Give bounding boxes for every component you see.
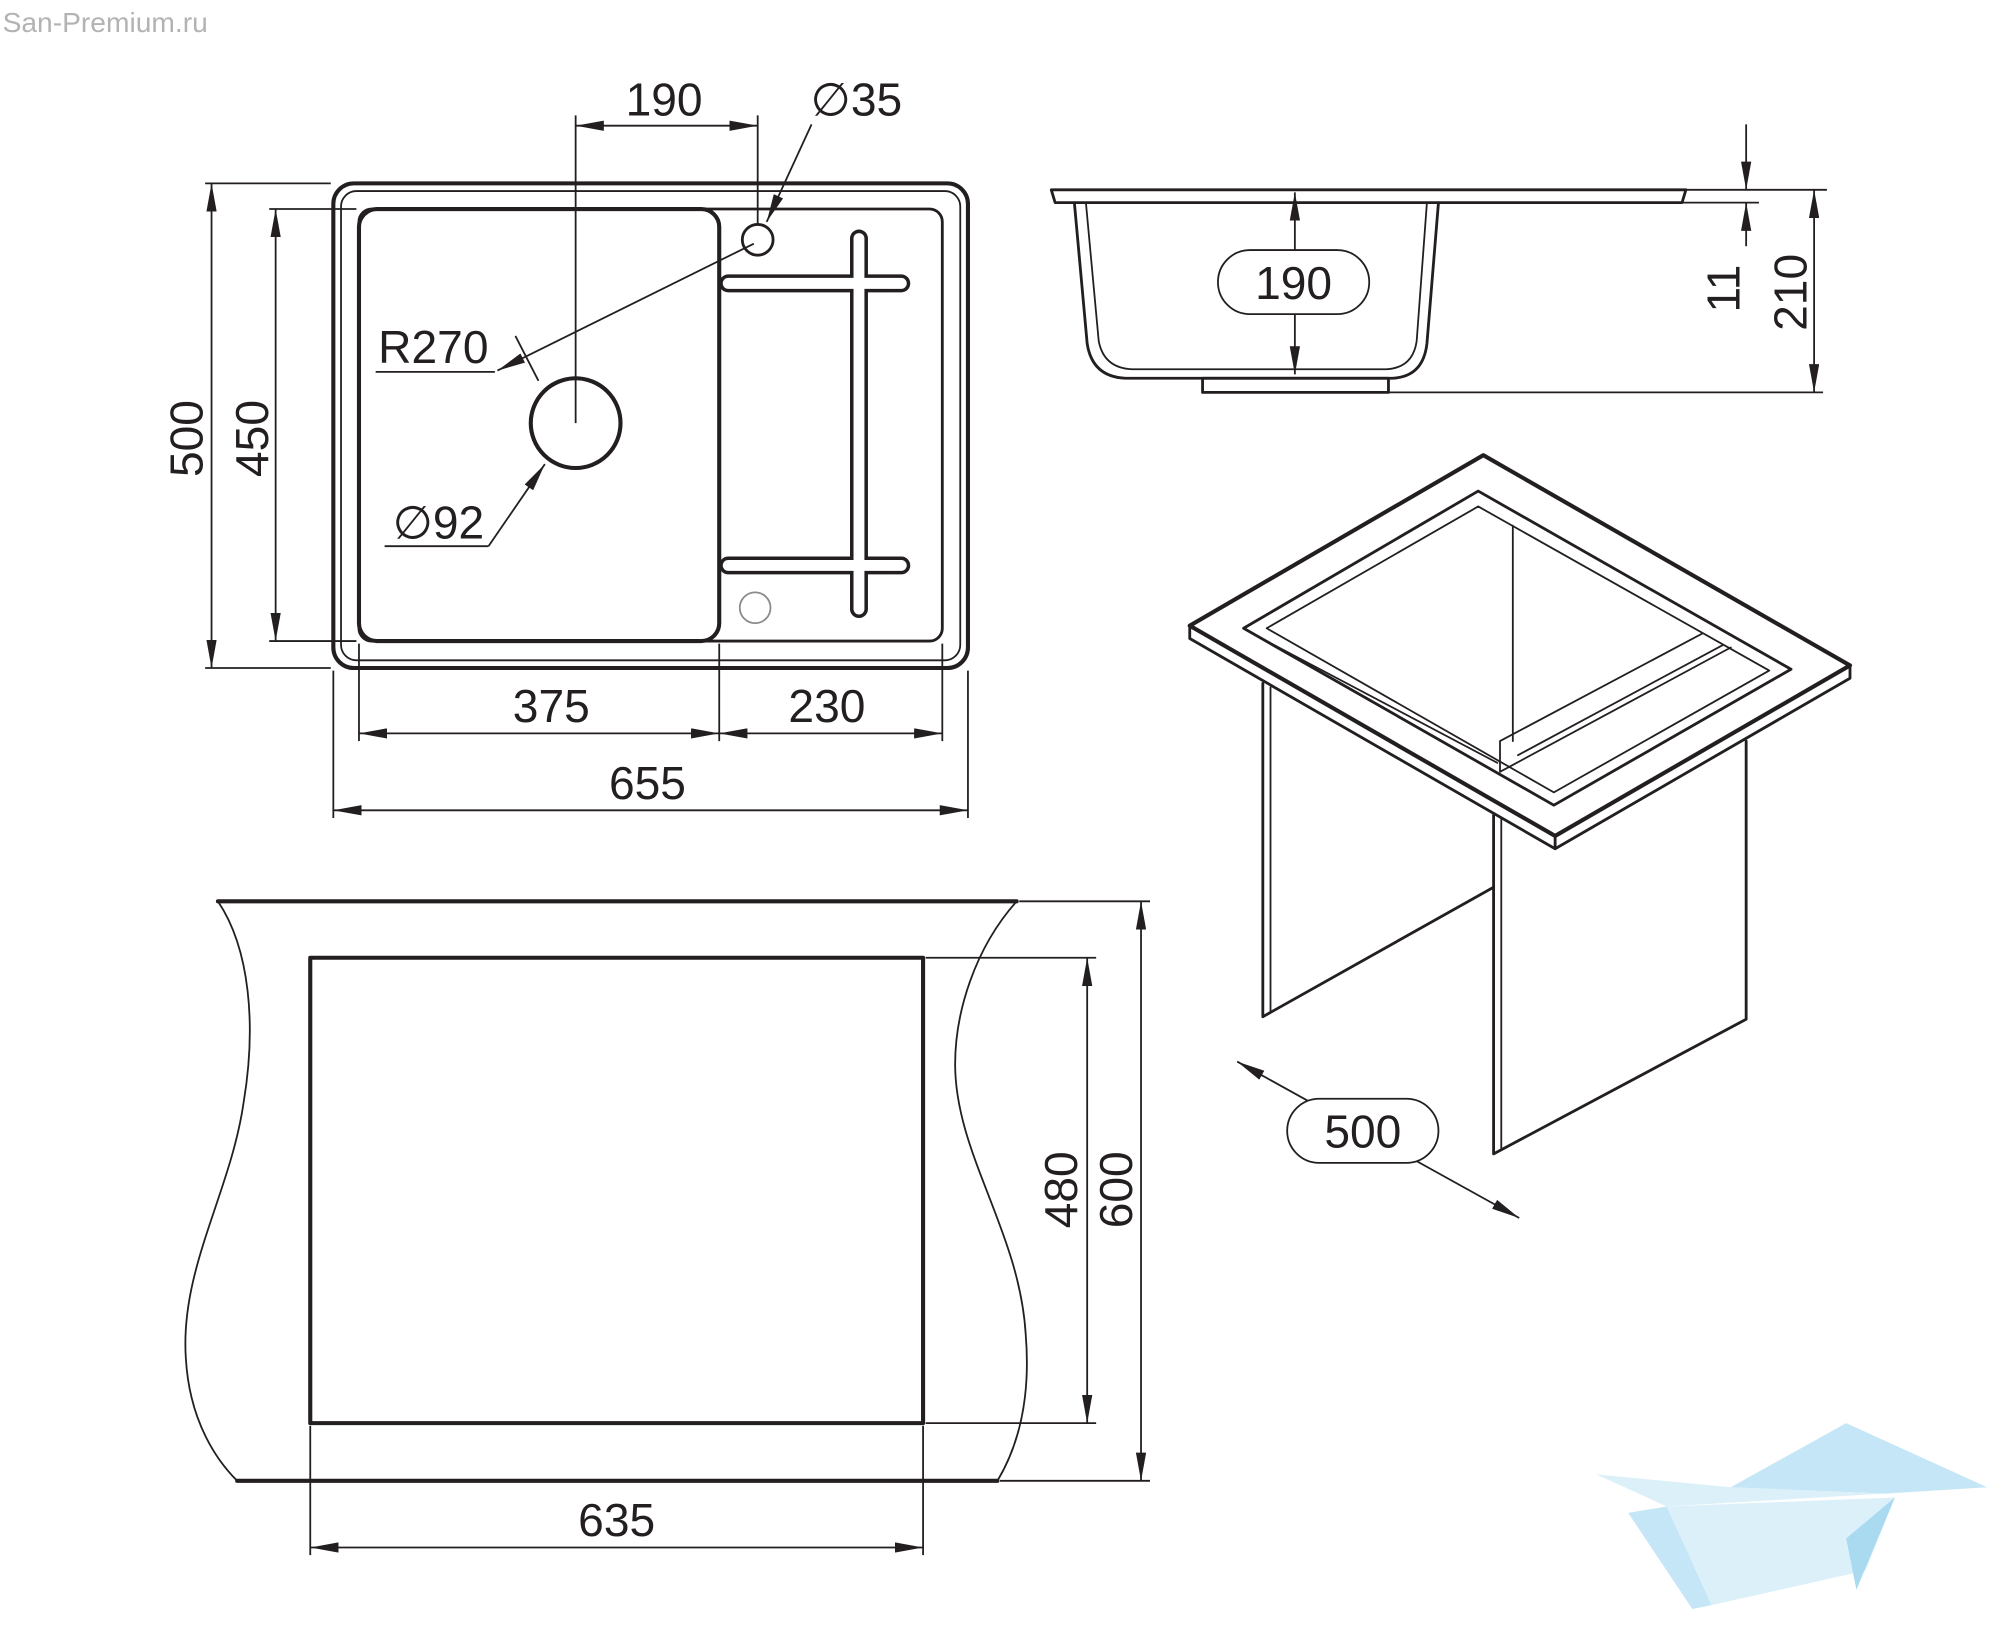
dim-11-label: 11 <box>1698 265 1750 313</box>
dim-375-label: 375 <box>513 680 590 732</box>
logo-body <box>1666 1497 1895 1606</box>
dim-480-label: 480 <box>1035 1151 1087 1228</box>
cutout-opening-lip <box>1265 505 1771 794</box>
drying-grid <box>719 229 911 618</box>
sink-rim-line <box>340 190 962 662</box>
sink-rim-profile <box>1049 188 1688 205</box>
iso-dim-500-pill <box>1286 1097 1440 1164</box>
logo-wing-upper <box>1596 1474 1885 1507</box>
dim-450-label: 450 <box>226 400 278 477</box>
dim-d92-label: ∅92 <box>393 497 485 549</box>
dim-r270-tick <box>514 335 540 382</box>
bowl-outline <box>356 206 722 644</box>
dim-500-label: 500 <box>161 400 213 477</box>
cabinet-right-panel <box>1492 739 1748 1156</box>
cutout-opening-edge <box>1242 489 1793 807</box>
dim-r270-leader <box>497 242 755 372</box>
countertop-frame-thickness <box>1188 624 1852 851</box>
countertop-break-left <box>184 900 251 1482</box>
dim-600-label: 600 <box>1090 1151 1142 1228</box>
bowl-profile-inner <box>1085 201 1428 371</box>
side-view: 190 11 210 <box>1049 124 1827 394</box>
logo-fin <box>1846 1497 1895 1590</box>
iso-dim-500-label: 500 <box>1324 1105 1401 1157</box>
side-dim-190-label: 190 <box>1255 257 1332 309</box>
top-view: 500 450 375 230 655 190 ∅35 R270 <box>161 73 971 818</box>
logo-wing-top <box>1730 1423 1988 1494</box>
dim-d35-leader <box>765 124 813 223</box>
sink-outer-edge <box>331 181 971 671</box>
cabinet-left-panel <box>1261 681 1495 1019</box>
faucet-hole <box>740 222 775 257</box>
dim-r270-label: R270 <box>378 321 488 373</box>
san-premium-logo-icon <box>1596 1423 1988 1610</box>
dim-190-label: 190 <box>626 73 703 125</box>
dim-230-label: 230 <box>788 680 865 732</box>
overflow-hole <box>738 591 772 625</box>
cutout-rectangle <box>308 955 926 1426</box>
dim-635-label: 635 <box>578 1494 655 1546</box>
isometric-view: 500 <box>1187 453 1853 1219</box>
watermark-text: San-Premium.ru <box>3 6 208 38</box>
cabinet-inner-left-edge <box>1265 640 1499 764</box>
countertop-break-right <box>954 900 1028 1482</box>
cabinet-shelf <box>1499 632 1732 773</box>
dim-d92-leader <box>487 463 546 547</box>
cutout-template-view: 635 480 600 <box>184 899 1150 1556</box>
logo-tail <box>1628 1506 1712 1610</box>
drain-outlet-profile <box>1201 376 1390 394</box>
dim-655-label: 655 <box>609 757 686 809</box>
dim-d35-label: ∅35 <box>811 73 903 125</box>
dim-210-label: 210 <box>1764 254 1816 331</box>
side-dim-190-pill <box>1217 249 1371 316</box>
